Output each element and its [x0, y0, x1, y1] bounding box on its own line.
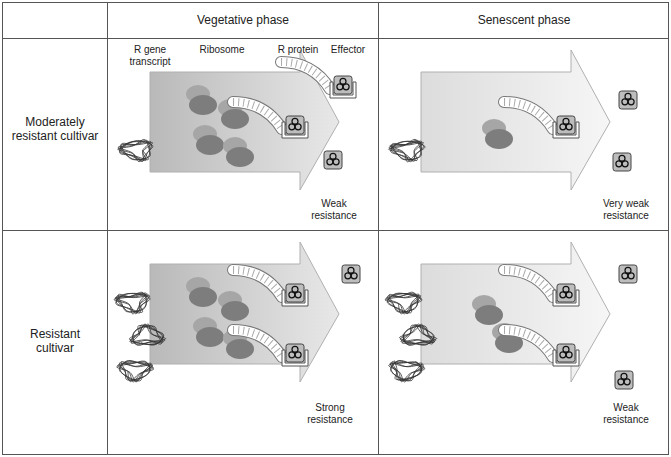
r-protein-body: [504, 330, 553, 357]
ribosome-large: [189, 95, 217, 115]
transcript-squiggle: [389, 139, 425, 161]
label: Very weak resistance: [596, 198, 656, 222]
r-protein-body: [504, 102, 553, 129]
label: Resistant cultivar: [10, 327, 100, 356]
r-protein-outline: [281, 62, 330, 89]
effector-box: [619, 265, 637, 283]
label: Vegetative phase: [143, 13, 343, 27]
cell-illustration: [114, 242, 360, 382]
label: R protein: [268, 44, 328, 56]
r-protein-ribs: [233, 102, 282, 129]
cell-illustration: [118, 50, 356, 190]
biohazard-core: [332, 159, 335, 162]
ribosome-large: [475, 305, 503, 325]
transcript-squiggle: [129, 324, 165, 345]
biohazard-core: [350, 273, 353, 276]
effector-box: [557, 284, 575, 302]
effector-box: [334, 76, 352, 94]
r-protein-ribs: [233, 330, 282, 357]
r-protein-ribs: [281, 62, 330, 89]
label: Moderately resistant cultivar: [7, 115, 103, 144]
r-protein-ribs: [504, 102, 553, 129]
r-protein-ribs: [504, 330, 553, 357]
effector-box: [286, 284, 304, 302]
ribosome-large: [221, 301, 249, 321]
biohazard-core: [342, 84, 345, 87]
r-protein-body: [233, 330, 282, 357]
r-protein-ribs: [504, 270, 553, 297]
translation-arrow: [150, 242, 339, 382]
biohazard-core: [565, 292, 568, 295]
label: Weak resistance: [304, 198, 364, 222]
r-protein-outline: [233, 330, 282, 357]
r-protein-outline: [504, 270, 553, 297]
effector-box: [286, 116, 304, 134]
r-protein-outline: [504, 330, 553, 357]
r-protein-body: [504, 270, 553, 297]
biohazard-core: [623, 379, 626, 382]
biohazard-core: [621, 161, 624, 164]
r-protein-body: [233, 270, 282, 297]
effector-box: [619, 91, 637, 109]
r-protein-ribs: [233, 270, 282, 297]
effector-box: [324, 151, 342, 169]
transcript-squiggle: [400, 324, 437, 345]
effector-box: [557, 116, 575, 134]
effector-box: [615, 371, 633, 389]
r-protein-outline: [233, 102, 282, 129]
transcript-squiggle: [114, 292, 150, 314]
effector-box: [613, 153, 631, 171]
translation-arrow: [421, 242, 610, 382]
cell-illustration: [389, 50, 637, 190]
label: Strong resistance: [300, 402, 360, 426]
r-protein-outline: [504, 102, 553, 129]
biohazard-core: [294, 352, 297, 355]
ribosome-large: [196, 327, 224, 347]
label: Ribosome: [192, 44, 252, 56]
ribosome-large: [189, 287, 217, 307]
effector-box: [342, 265, 360, 283]
effector-box: [557, 344, 575, 362]
biohazard-core: [627, 273, 630, 276]
table-grid: [3, 3, 669, 455]
label: R gene transcript: [120, 44, 180, 68]
ribosome-large: [196, 135, 224, 155]
cell-illustration: [385, 242, 637, 389]
biohazard-core: [565, 352, 568, 355]
label: Effector: [323, 44, 373, 56]
transcript-squiggle: [118, 139, 153, 161]
biohazard-core: [294, 124, 297, 127]
r-protein-outline: [233, 270, 282, 297]
biohazard-core: [294, 292, 297, 295]
r-protein-body: [233, 102, 282, 129]
label: Senescent phase: [424, 13, 624, 27]
ribosome-large: [221, 109, 249, 129]
translation-arrow: [421, 50, 610, 190]
transcript-squiggle: [117, 360, 154, 382]
ribosome-large: [226, 339, 254, 359]
label: Weak resistance: [596, 402, 656, 426]
biohazard-core: [565, 124, 568, 127]
transcript-squiggle: [385, 292, 422, 314]
r-protein-body: [281, 62, 330, 89]
biohazard-core: [627, 99, 630, 102]
translation-arrow: [150, 50, 339, 190]
effector-box: [286, 344, 304, 362]
transcript-squiggle: [389, 360, 425, 382]
ribosome-large: [485, 129, 513, 149]
ribosome-large: [226, 147, 254, 167]
